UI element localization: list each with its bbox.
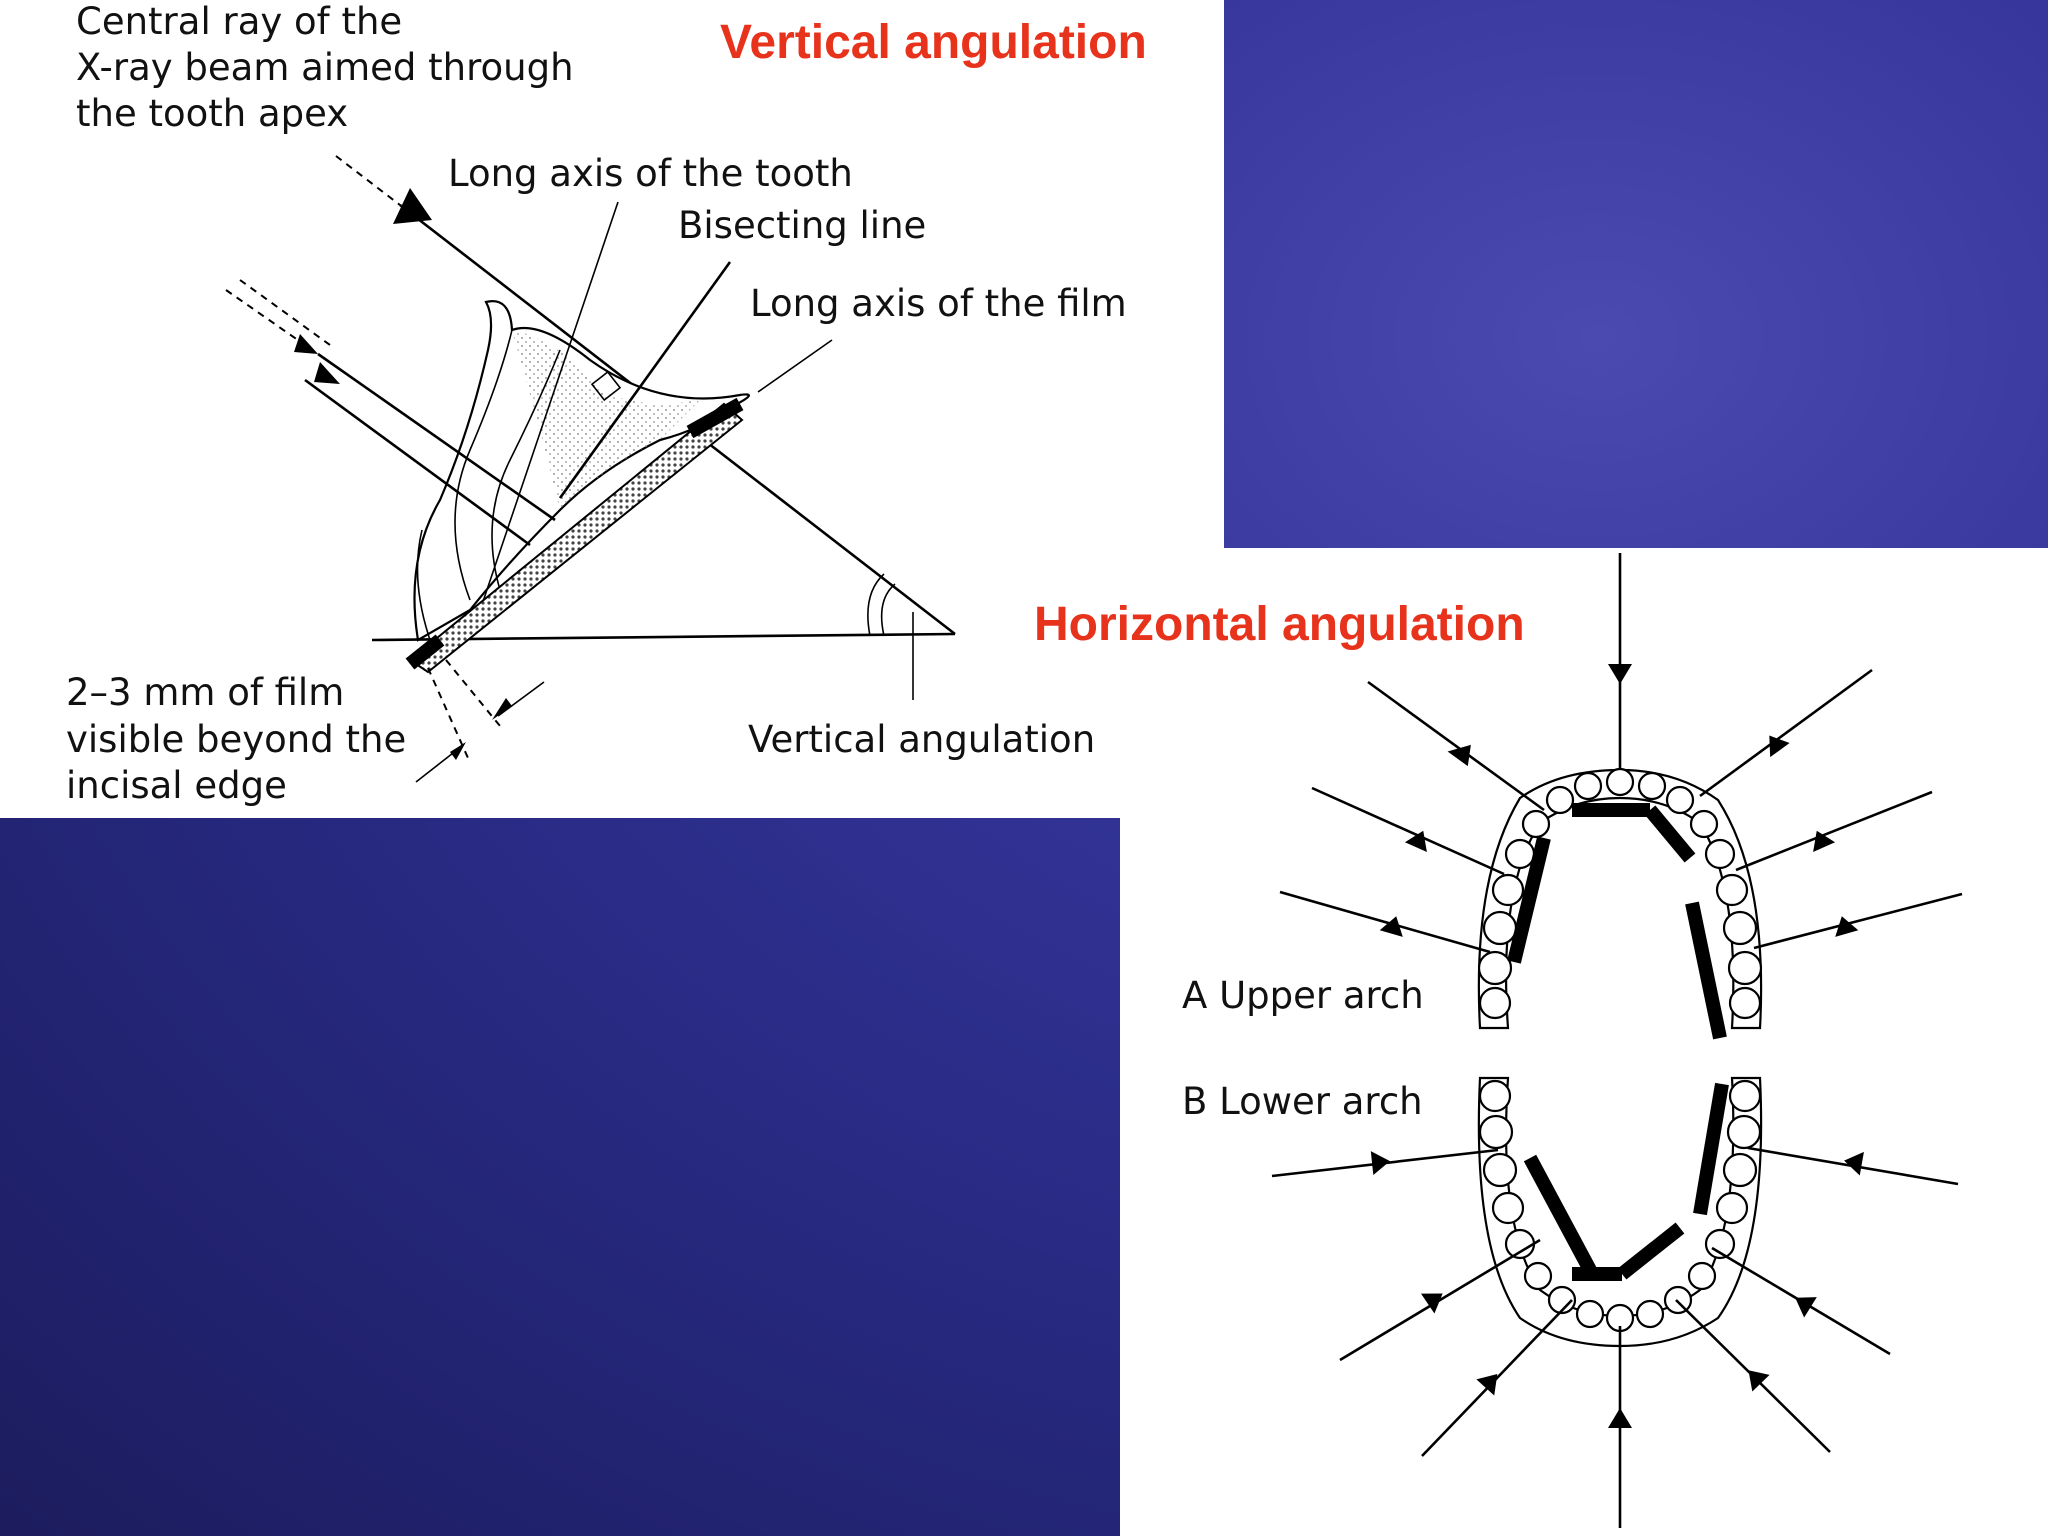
central-ray-label-line-1: Central ray of the — [76, 0, 402, 43]
upper-arch-tooth-circles — [1477, 767, 1763, 1020]
central-ray-dashed — [335, 155, 401, 206]
lower-ray-left-2 — [1339, 1238, 1541, 1362]
incisal-marker-dashed-1 — [427, 667, 469, 759]
central-ray-arrowhead — [393, 188, 432, 224]
angle-arc-outer — [880, 583, 896, 637]
gum-line — [416, 529, 431, 641]
xray-beam-line-1 — [317, 352, 556, 522]
lower-ray-left-1-arrowhead — [1370, 1151, 1390, 1175]
xray-beam-dashed-1 — [225, 289, 316, 353]
upper-ray-center-arrowhead — [1608, 664, 1632, 684]
upper-film-right — [1685, 901, 1727, 1040]
upper-ray-right-2 — [1735, 790, 1933, 872]
upper-ray-left-2 — [1311, 786, 1505, 876]
tooth-inner-line-1 — [454, 329, 513, 601]
film-bottom-end — [405, 634, 445, 670]
lower-arch — [1271, 1076, 1959, 1528]
right-angle-marker — [590, 370, 622, 402]
upper-ray-left-3 — [1279, 890, 1491, 954]
vertical-angulation-title: Vertical angulation — [720, 16, 1147, 69]
lower-arch-tooth-circles — [1478, 1079, 1762, 1333]
upper-arch-label: A Upper arch — [1182, 974, 1424, 1017]
lower-film-left — [1523, 1154, 1597, 1274]
vertical-angulation-diagram: Vertical angulation Central ray of the X… — [66, 0, 1147, 807]
film-visible-label-line-2: visible beyond the — [66, 718, 406, 761]
vertical-angulation-label: Vertical angulation — [748, 718, 1095, 761]
upper-ray-right-3-arrowhead — [1835, 916, 1859, 937]
upper-arch — [1279, 553, 1963, 1040]
xray-beam-arrowhead-1 — [294, 334, 318, 354]
lower-film-right — [1693, 1082, 1729, 1216]
lower-ray-left-2-arrowhead — [1420, 1293, 1443, 1314]
xray-beam-arrowhead-2 — [314, 362, 340, 384]
horizontal-angulation-diagram: Horizontal angulation A Upper arch B Low… — [1182, 553, 1963, 1528]
central-ray-label-line-2: X-ray beam aimed through — [76, 46, 574, 89]
long-axis-film-pointer — [757, 339, 833, 393]
long-axis-tooth-label: Long axis of the tooth — [448, 152, 853, 195]
film-top-end — [686, 397, 744, 439]
upper-film-left — [1507, 836, 1551, 964]
bisecting-line-label: Bisecting line — [678, 204, 926, 247]
upper-arch-outline — [1477, 768, 1763, 1030]
upper-ray-left-1-arrowhead — [1447, 744, 1471, 767]
upper-ray-right-1 — [1699, 668, 1873, 798]
lower-ray-left-3-arrowhead — [1476, 1374, 1498, 1396]
upper-film-center-right — [1644, 805, 1696, 863]
upper-ray-left-3-arrowhead — [1379, 916, 1403, 937]
upper-ray-right-2-arrowhead — [1813, 830, 1836, 853]
angle-arc-inner — [867, 573, 885, 637]
tooth-inner-line-2 — [491, 349, 561, 591]
lower-ray-right-1-arrowhead — [1844, 1151, 1864, 1176]
long-axis-tooth-line — [469, 201, 619, 641]
film-strip — [408, 402, 744, 674]
lower-ray-left-3 — [1421, 1299, 1573, 1457]
lower-arch-label: B Lower arch — [1182, 1080, 1423, 1123]
lower-film-center-right — [1617, 1222, 1685, 1280]
upper-ray-left-2-arrowhead — [1404, 830, 1427, 853]
horizontal-angulation-panel: Horizontal angulation A Upper arch B Low… — [1120, 548, 2048, 1536]
lower-ray-right-2-arrowhead — [1795, 1297, 1817, 1318]
film-visible-label-line-3: incisal edge — [66, 764, 287, 807]
lower-ray-right-3-arrowhead — [1748, 1370, 1770, 1392]
incisal-arrowhead-bottom — [450, 742, 466, 760]
upper-ray-right-3 — [1753, 892, 1963, 950]
bisecting-line — [558, 261, 732, 499]
upper-ray-left-1 — [1367, 680, 1545, 812]
incisal-arrowhead-top — [492, 698, 512, 720]
central-ray-label-line-3: the tooth apex — [76, 92, 348, 135]
incisal-marker-dashed-2 — [445, 659, 501, 727]
upper-ray-right-1-arrowhead — [1769, 735, 1790, 758]
lower-ray-center-arrowhead — [1608, 1408, 1632, 1428]
xray-beam-dashed-2 — [239, 279, 331, 346]
xray-beam-line-2 — [304, 378, 531, 547]
film-visible-label-line-1: 2–3 mm of film — [66, 671, 344, 714]
vertical-angulation-panel: Vertical angulation Central ray of the X… — [0, 0, 1224, 818]
long-axis-film-label: Long axis of the film — [750, 282, 1127, 325]
